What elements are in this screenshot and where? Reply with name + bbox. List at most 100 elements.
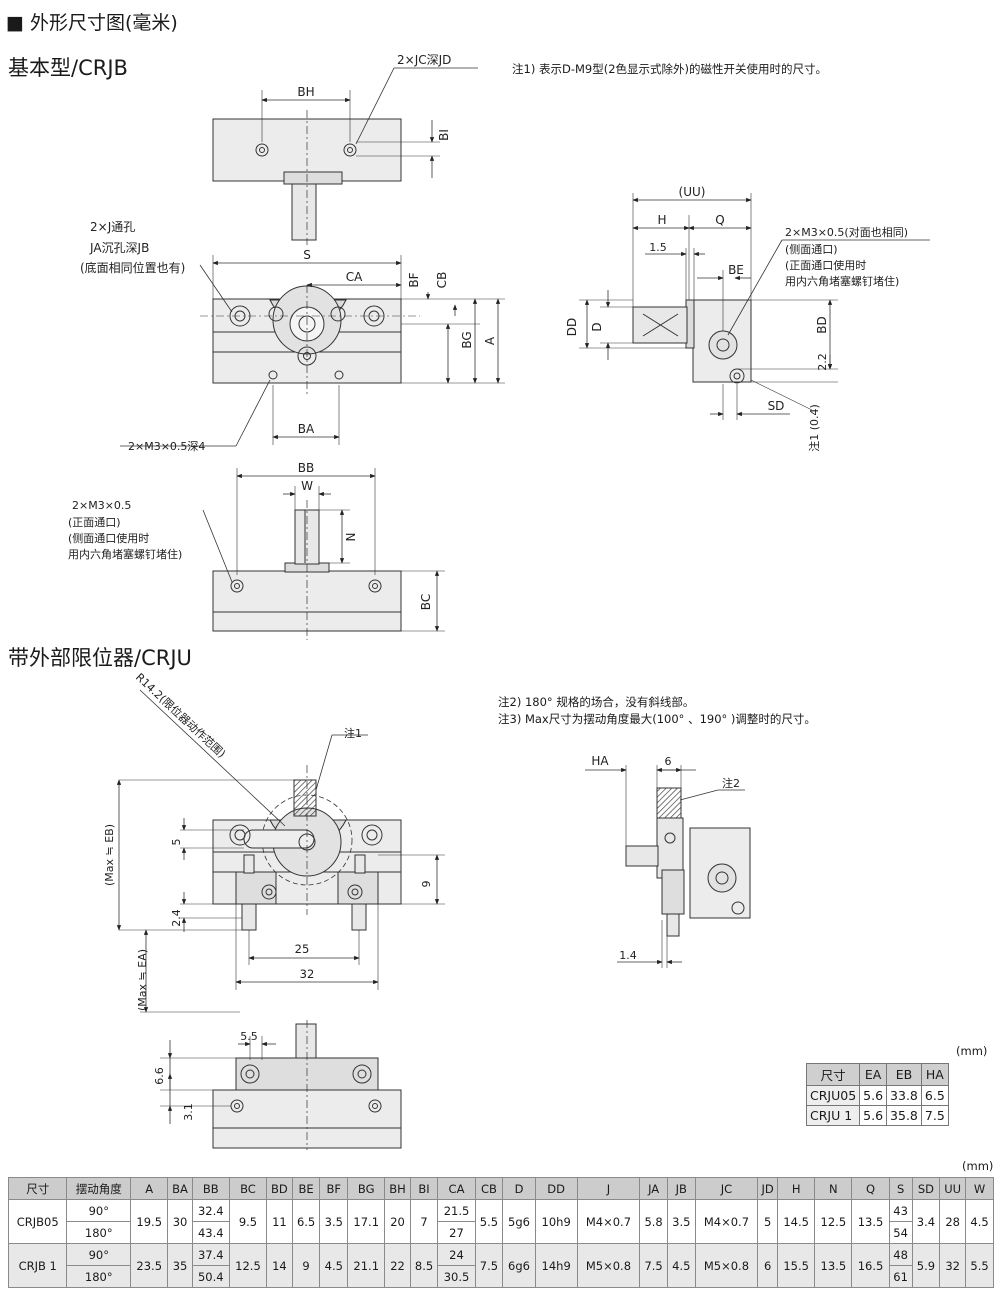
dim-max-ea: (Max ≒ EA) [136, 949, 149, 1011]
table-cell: 7.5 [474, 1243, 504, 1288]
callout-m3-c: (侧面通口使用时 [68, 532, 149, 545]
table-cell: 17.1 [347, 1199, 386, 1244]
table-cell: 35.8 [886, 1105, 922, 1126]
note-2: 注2) 180° 规格的场合，没有斜线部。 [498, 695, 695, 709]
table-cell: 90° [66, 1243, 132, 1266]
callout-jc: 2×JC深JD [397, 53, 451, 67]
col-header: JB [666, 1177, 696, 1200]
col-header: Q [851, 1177, 890, 1200]
dim-be: BE [728, 263, 744, 277]
table-cell: M5×0.8 [694, 1243, 759, 1288]
table-cell: 4.5 [666, 1243, 696, 1288]
table-cell: M4×0.7 [694, 1199, 759, 1244]
table-cell: 20 [384, 1199, 411, 1244]
col-header: D [502, 1177, 536, 1200]
note-1: 注1) 表示D-M9型(2色显示式除外)的磁性开关使用时的尺寸。 [512, 62, 827, 76]
col-header: UU [939, 1177, 967, 1200]
dim-s: S [303, 248, 311, 262]
dim-q: Q [715, 213, 724, 227]
dim-ca: CA [346, 270, 363, 284]
callout-r14-2: R14.2(限位器动作范围) [133, 670, 229, 761]
section-title-crju: 带外部限位器/CRJU [8, 646, 192, 670]
table-cell: 8.5 [409, 1243, 439, 1288]
table-cell: 54 [888, 1221, 913, 1244]
col-header: BF [319, 1177, 349, 1200]
col-header: W [965, 1177, 994, 1200]
table-cell: M4×0.7 [576, 1199, 641, 1244]
col-header: BC [228, 1177, 268, 1200]
table-cell: 14 [266, 1243, 293, 1288]
col-header: CA [437, 1177, 476, 1200]
col-header: BE [291, 1177, 321, 1200]
table-cell: 21.5 [437, 1199, 476, 1222]
dim-note-0-4: 注1 (0.4) [807, 404, 821, 452]
table-cell: 180° [66, 1265, 132, 1288]
table-cell: 5.5 [474, 1199, 504, 1244]
table-cell: 9 [291, 1243, 321, 1288]
table-row: CRJU 1 5.6 35.8 7.5 [805, 1105, 949, 1126]
col-header: H [777, 1177, 816, 1200]
col-header: J [576, 1177, 641, 1200]
col-header: CB [474, 1177, 504, 1200]
table-cell: 19.5 [130, 1199, 169, 1244]
col-header: A [130, 1177, 169, 1200]
table-cell: 6g6 [502, 1243, 536, 1288]
callout-m3-d: 用内六角堵塞螺钉堵住) [68, 547, 182, 561]
table-cell: 13.5 [814, 1243, 853, 1288]
dim-d: D [590, 322, 604, 331]
table-cell: 16.5 [851, 1243, 890, 1288]
table-cell: CRJB 1 [7, 1243, 68, 1288]
dim-5: 5 [170, 839, 183, 846]
col-header: 尺寸 [805, 1063, 861, 1086]
table-cell: 3.5 [666, 1199, 696, 1244]
dim-bf: BF [407, 272, 421, 287]
table-cell: 7.5 [920, 1105, 949, 1126]
table-cell: 43.4 [191, 1221, 230, 1244]
callout-side-1: 2×M3×0.5(对面也相同) [785, 225, 908, 239]
table-cell: 33.8 [886, 1085, 922, 1106]
dim-2-2: 2.2 [816, 353, 829, 371]
table-cell: 5.6 [859, 1105, 888, 1126]
table-cell: 14h9 [534, 1243, 578, 1288]
dim-a: A [483, 336, 497, 345]
col-header: JD [757, 1177, 779, 1200]
dim-25: 25 [295, 942, 310, 956]
dim-ba: BA [298, 422, 315, 436]
dim-5-5: 5.5 [240, 1030, 258, 1043]
table-cell: 35 [167, 1243, 193, 1288]
dim-bh: BH [297, 85, 314, 99]
table-cell: 3.5 [319, 1199, 349, 1244]
unit-label-small: (mm) [956, 1044, 988, 1058]
table-cell: CRJU 1 [805, 1105, 861, 1126]
callout-side-4: 用内六角堵塞螺钉堵住) [785, 274, 899, 288]
col-header: BB [191, 1177, 230, 1200]
callout-note2: 注2 [722, 776, 740, 790]
table-cell: 32.4 [191, 1199, 230, 1222]
table-cell: 180° [66, 1221, 132, 1244]
table-cell: 61 [888, 1265, 913, 1288]
col-header: N [814, 1177, 853, 1200]
col-header: SD [911, 1177, 941, 1200]
table-cell: 5g6 [502, 1199, 536, 1244]
page-title: ■ 外形尺寸图(毫米) [6, 12, 178, 34]
callout-m3-a: 2×M3×0.5 [72, 499, 131, 512]
col-header: 尺寸 [7, 1177, 68, 1200]
dim-h: H [657, 213, 666, 227]
col-header: DD [534, 1177, 578, 1200]
col-header: 摆动角度 [66, 1177, 132, 1200]
callout-side-2: (侧面通口) [785, 243, 838, 256]
dim-6: 6 [665, 755, 672, 768]
dim-bb: BB [298, 461, 314, 475]
drawing-front-view [120, 255, 505, 447]
table-cell: 6.5 [291, 1199, 321, 1244]
table-cell: 30.5 [437, 1265, 476, 1288]
col-header: EA [859, 1063, 888, 1086]
col-header: HA [920, 1063, 949, 1086]
dim-max-eb: (Max ≒ EB) [103, 824, 116, 886]
table-cell: M5×0.8 [576, 1243, 641, 1288]
drawings-canvas: BH BI 2×JC深JD 2×J通孔 JA沉孔深JB (底面相同位置也有) S… [68, 53, 930, 1150]
callout-j-2: JA沉孔深JB [89, 241, 149, 255]
